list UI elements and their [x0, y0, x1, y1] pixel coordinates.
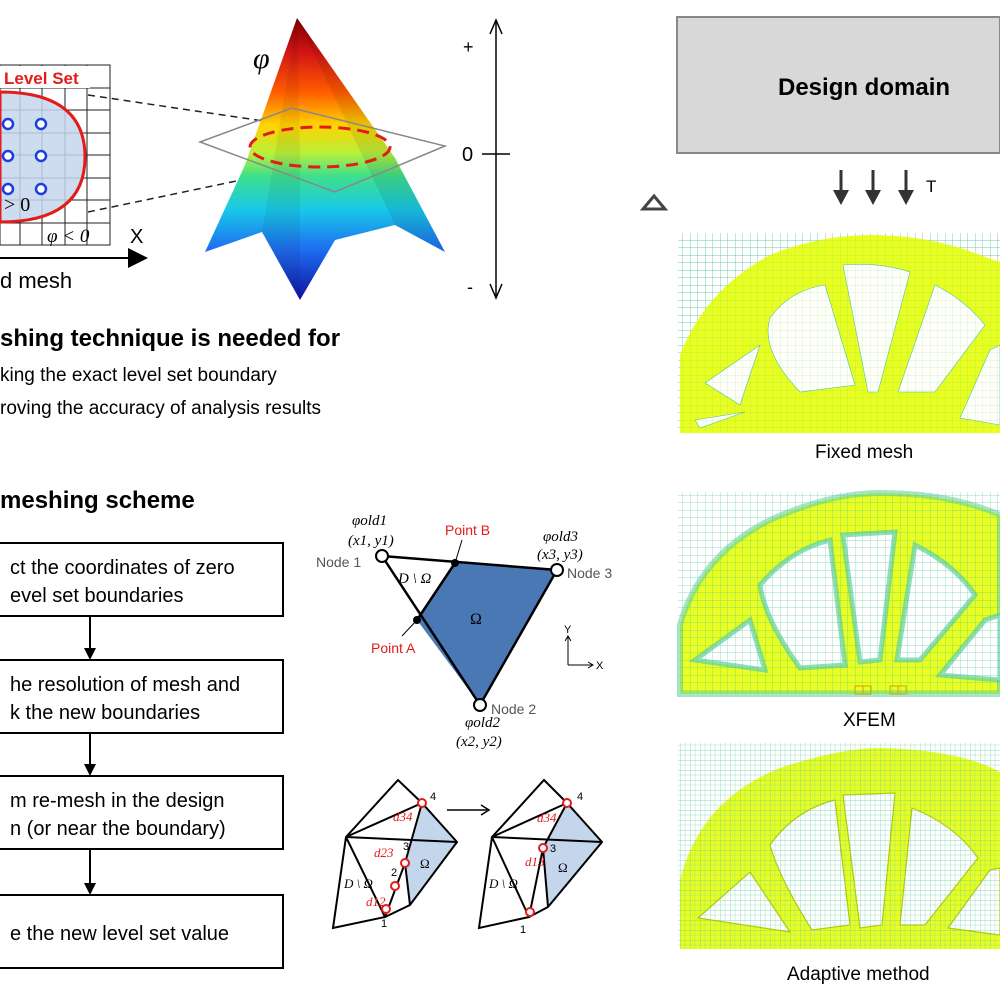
inner-nodes [1, 117, 48, 196]
bullet-item-1: king the exact level set boundary [0, 365, 277, 386]
fixed-mesh-caption-left: d mesh [0, 268, 72, 293]
remesh-before-omega: Ω [420, 856, 430, 871]
support-triangle-icon [639, 193, 669, 211]
node-3-label: Node 3 [567, 565, 612, 581]
caption-xfem: XFEM [843, 710, 896, 731]
projection-line-bottom [87, 174, 266, 213]
node-1-label: Node 1 [316, 554, 361, 570]
d13-label: d13 [525, 854, 545, 869]
d23-label: d23 [374, 845, 394, 860]
node-1-after-num: 1 [520, 924, 526, 936]
point-b-label: Point B [445, 522, 490, 538]
d34-after-label: d34 [537, 810, 557, 825]
coord-2-label: (x2, y2) [456, 734, 502, 750]
coord-1-label: (x1, y1) [348, 533, 394, 549]
phi-positive-label: > 0 [4, 194, 30, 216]
xy-axes-icon [564, 635, 594, 669]
remeshing-flowchart: ct the coordinates of zero evel set boun… [0, 542, 284, 969]
flow-step-1-line1: ct the coordinates of zero [10, 557, 235, 579]
design-domain-box [676, 16, 1000, 154]
node-2-num: 2 [391, 867, 397, 879]
node-4-after-num: 4 [577, 791, 583, 803]
omega-region [417, 563, 557, 705]
zero-plane [197, 107, 448, 193]
x-axis-label: X [130, 226, 143, 248]
flow-step-2 [0, 659, 284, 734]
node-2-label: Node 2 [491, 701, 536, 717]
flow-step-2-line1: he resolution of mesh and [10, 674, 240, 696]
caption-adaptive-method: Adaptive method [787, 964, 930, 985]
caption-fixed-mesh: Fixed mesh [815, 442, 913, 463]
design-domain-label: Design domain [778, 74, 950, 101]
node-3-marker [550, 563, 564, 577]
remesh-before: d12 d23 d34 1 2 3 4 D \ Ω Ω [331, 778, 459, 930]
remesh-after-omega: Ω [558, 860, 568, 875]
phi-negative-label: φ < 0 [47, 226, 90, 247]
node-1-num: 1 [381, 918, 387, 930]
heading-remeshing-scheme: meshing scheme [0, 487, 195, 514]
fixed-mesh-result [678, 233, 1000, 433]
element-triangle [379, 554, 560, 708]
adaptive-method-result [678, 743, 1000, 949]
point-a-label: Point A [371, 640, 416, 656]
zero-contour [248, 125, 392, 169]
node-1-marker [375, 549, 389, 563]
flow-step-4-line1: e the new level set value [10, 923, 229, 945]
omega-label: Ω [470, 611, 482, 628]
right-panel: Design domain T [639, 16, 1000, 985]
phi-old2-label: φold2 [465, 715, 500, 731]
level-set-surface: φ [197, 18, 448, 300]
remesh-after: d34 d13 1 3 4 D \ Ω Ω [477, 778, 604, 936]
d12-label: d12 [366, 894, 386, 909]
axis-x-label: X [596, 660, 604, 672]
projection-line-top [87, 94, 271, 123]
node-3-num: 3 [403, 841, 409, 853]
flow-step-3-line2: n (or near the boundary) [10, 818, 226, 840]
cone-surface [205, 18, 445, 300]
axis-zero-label: 0 [462, 144, 473, 166]
phi-symbol: φ [253, 42, 270, 75]
remesh-arrow [447, 804, 491, 816]
node-2-marker [473, 698, 487, 712]
axis-y-label: Y [564, 624, 572, 636]
d34-label: d34 [393, 809, 413, 824]
level-set-label: Level Set [4, 69, 79, 88]
remesh-before-d-omega: D \ Ω [343, 876, 373, 891]
phi-old1-label: φold1 [352, 513, 387, 529]
load-label: T [926, 177, 936, 196]
flow-step-2-line2: k the new boundaries [10, 702, 200, 724]
phi-value-axis: + 0 - [462, 18, 510, 300]
remesh-after-d-omega: D \ Ω [488, 876, 518, 891]
flow-step-3 [0, 775, 284, 850]
level-set-grid-panel: Level Set > 0 φ < 0 X d mesh [0, 64, 271, 293]
coord-3-label: (x3, y3) [537, 547, 583, 563]
bullet-item-2: roving the accuracy of analysis results [0, 398, 321, 419]
flow-step-4 [0, 894, 284, 969]
heading-meshing-needed: shing technique is needed for [0, 325, 340, 352]
element-cut-diagram: Node 1 Node 2 Node 3 Point B Point A φol… [316, 513, 612, 750]
flow-step-1-line2: evel set boundaries [10, 585, 183, 607]
xfem-result [677, 489, 1000, 697]
flow-step-3-line1: m re-mesh in the design [10, 790, 225, 812]
node-3-after-num: 3 [550, 843, 556, 855]
axis-plus-label: + [463, 37, 474, 57]
axis-minus-label: - [467, 277, 473, 297]
phi-old3-label: φold3 [543, 529, 578, 545]
d-minus-omega-label: D \ Ω [397, 571, 432, 587]
flow-step-1 [0, 542, 284, 617]
node-4-num: 4 [430, 791, 436, 803]
